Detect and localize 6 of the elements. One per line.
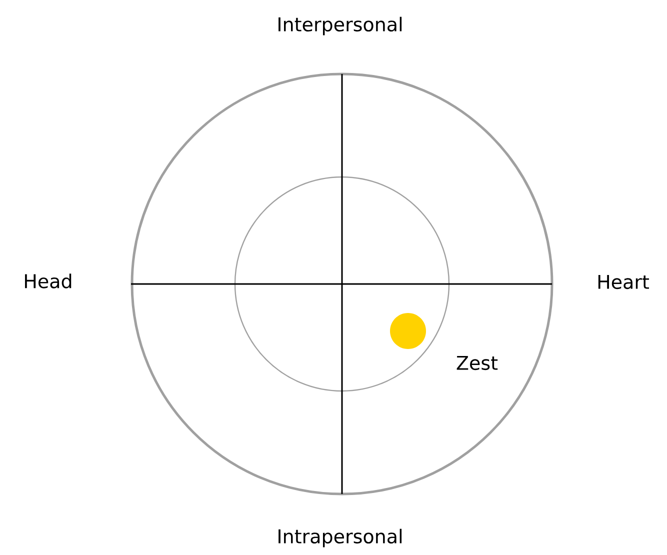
axis-label: Heart — [598, 274, 649, 290]
axis-label: Head — [25, 274, 72, 288]
point-marker — [390, 313, 426, 349]
point-label: Zest — [456, 356, 498, 370]
axis-label: Interpersonal — [278, 16, 402, 36]
axis-label: Intrapersonal — [278, 528, 402, 548]
